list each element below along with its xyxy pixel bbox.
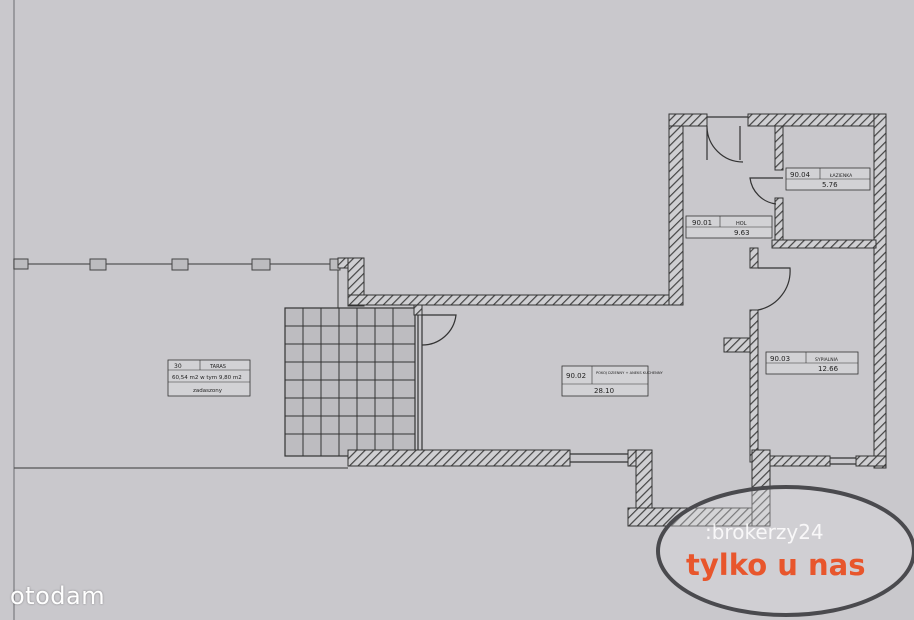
terrace-number: 30 <box>174 363 182 370</box>
bathroom-number: 90.04 <box>790 171 811 179</box>
bedroom-name: SYPIALNIA <box>815 357 839 363</box>
living-number: 90.02 <box>566 372 586 380</box>
hall-area: 9.63 <box>734 229 750 237</box>
label-bedroom: 90.03 SYPIALNIA 12.66 <box>765 351 859 375</box>
label-living: 90.02 POKOJ DZIENNY + ANEKS KUCHENNY 28.… <box>561 365 664 397</box>
terrace-area: 60,54 m2 w tym 9,80 m2 <box>172 375 242 381</box>
broker-logo: :brokerzy24 <box>705 520 824 544</box>
bedroom-number: 90.03 <box>770 355 790 363</box>
terrace-note: zadaszony <box>193 388 223 394</box>
hall-name: HOL <box>736 221 747 227</box>
terrace-railing-posts <box>13 258 341 271</box>
promo-text: tylko u nas <box>686 548 866 582</box>
bathroom-area: 5.76 <box>822 181 838 189</box>
terrace-name: TARAS <box>209 364 226 370</box>
portal-watermark: otodam <box>10 582 106 610</box>
label-hall: 90.01 HOL 9.63 <box>685 215 773 239</box>
broker-stamp-ellipse <box>656 485 914 617</box>
windows <box>417 116 856 465</box>
broker-logo-suffix: 24 <box>798 520 824 544</box>
bedroom-area: 12.66 <box>818 365 839 373</box>
living-area: 28.10 <box>594 387 614 395</box>
terrace-tiled-area <box>284 307 416 457</box>
hall-number: 90.01 <box>692 219 712 227</box>
broker-logo-text: :brokerzy <box>705 520 799 544</box>
door-swings <box>421 125 791 346</box>
label-terrace: 30 TARAS 60,54 m2 w tym 9,80 m2 zadaszon… <box>167 359 251 397</box>
bathroom-name: ŁAZIENKA <box>829 173 853 179</box>
walls <box>337 113 887 527</box>
living-name: POKOJ DZIENNY + ANEKS KUCHENNY <box>596 371 664 375</box>
label-bathroom: 90.04 ŁAZIENKA 5.76 <box>785 167 871 191</box>
